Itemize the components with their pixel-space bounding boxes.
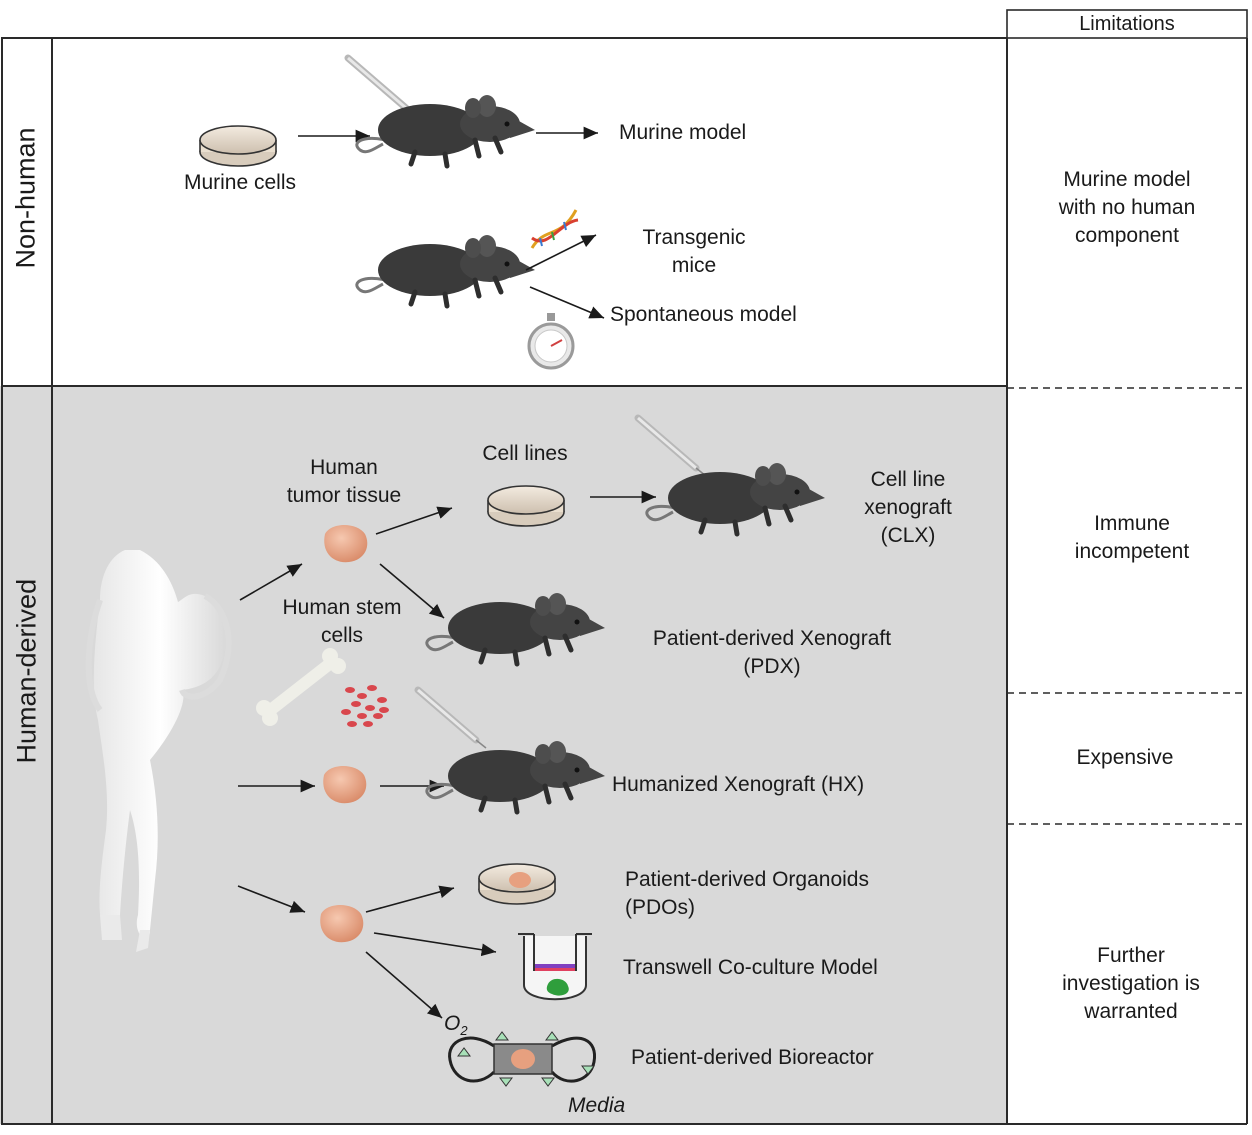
murine-model-label: Murine model	[619, 121, 747, 144]
organoid-dish-icon	[478, 863, 556, 905]
left-sidebar-border	[1, 37, 1008, 1125]
limitation-immune: Immune incompetent	[1012, 510, 1252, 566]
o2-base: O	[444, 1012, 461, 1035]
arrow	[237, 885, 306, 913]
limitation-expensive: Expensive	[1076, 746, 1174, 769]
pdo-line2: (PDOs)	[625, 896, 695, 919]
tumor-tissue-icon	[323, 766, 367, 804]
stopwatch-icon	[527, 313, 575, 370]
media-label: Media	[568, 1094, 626, 1117]
arrow	[525, 234, 597, 271]
limitation-immune-line1: Immune	[1094, 512, 1170, 535]
limitation-further-line1: Further	[1097, 944, 1165, 967]
section-label-non-human: Non-human	[10, 127, 41, 269]
limitation-further: Further investigation is warranted	[1011, 942, 1251, 1026]
tumor-tissue-icon	[324, 525, 368, 563]
transgenic-line1: Transgenic	[642, 226, 746, 249]
limitation-further-line3: warranted	[1084, 1000, 1178, 1023]
tumor-tissue-line1: Human	[310, 456, 378, 479]
stem-cells-icon	[341, 685, 389, 727]
stem-cells-line1: Human stem	[282, 596, 402, 619]
limitation-immune-line2: incompetent	[1074, 540, 1190, 563]
arrow	[365, 885, 455, 913]
pdo-label: Patient-derived Organoids (PDOs)	[625, 866, 869, 922]
section-label-human-derived: Human-derived	[11, 578, 42, 764]
cell-lines-dish-icon	[487, 485, 565, 527]
clx-label: Cell line xenograft (CLX)	[838, 466, 978, 550]
o2-label: O2	[444, 1012, 468, 1038]
human-tumor-tissue-label: Human tumor tissue	[254, 454, 434, 510]
limitation-murine-line2: with no human	[1058, 196, 1196, 219]
arrow	[373, 932, 497, 957]
limitations-header-box	[1006, 9, 1248, 39]
pdx-line2: (PDX)	[743, 655, 801, 678]
pdx-line1: Patient-derived Xenograft	[652, 627, 892, 650]
arrow	[529, 286, 605, 319]
bioreactor-icon	[448, 1031, 597, 1087]
clx-line3: (CLX)	[880, 524, 936, 547]
clx-line1: Cell line	[870, 468, 946, 491]
o2-sub: 2	[460, 1023, 468, 1039]
hx-label: Humanized Xenograft (HX)	[612, 773, 865, 796]
human-stem-cells-label: Human stem cells	[252, 594, 432, 650]
human-figure-icon	[85, 550, 232, 952]
arrow	[375, 506, 453, 535]
limitation-murine-line1: Murine model	[1063, 168, 1191, 191]
transgenic-line2: mice	[671, 254, 717, 277]
murine-cells-label: Murine cells	[183, 171, 297, 194]
pdo-line1: Patient-derived Organoids	[625, 868, 869, 891]
cell-lines-label: Cell lines	[482, 442, 568, 465]
limitation-murine: Murine model with no human component	[1007, 166, 1247, 250]
stem-cells-line2: cells	[320, 624, 363, 647]
tumor-tissue-icon	[320, 905, 364, 943]
dna-icon	[530, 209, 579, 249]
tumor-tissue-line2: tumor tissue	[286, 484, 402, 507]
transwell-label: Transwell Co-culture Model	[623, 956, 878, 979]
limitations-header: Limitations	[1079, 13, 1175, 35]
murine-cells-dish-icon	[199, 125, 277, 167]
clx-line2: xenograft	[864, 496, 952, 519]
limitation-murine-line3: component	[1075, 224, 1179, 247]
spontaneous-model-label: Spontaneous model	[610, 303, 797, 326]
limitation-further-line2: investigation is	[1062, 972, 1200, 995]
bone-icon	[256, 648, 346, 726]
transwell-icon	[518, 933, 592, 1001]
arrow	[379, 563, 445, 619]
mouse-icon	[357, 235, 535, 306]
mouse-icon	[357, 95, 535, 166]
arrow	[365, 951, 443, 1019]
arrow	[239, 563, 303, 601]
bioreactor-label: Patient-derived Bioreactor	[631, 1046, 874, 1069]
pdx-label: Patient-derived Xenograft (PDX)	[622, 625, 922, 681]
transgenic-mice-label: Transgenic mice	[614, 224, 774, 280]
